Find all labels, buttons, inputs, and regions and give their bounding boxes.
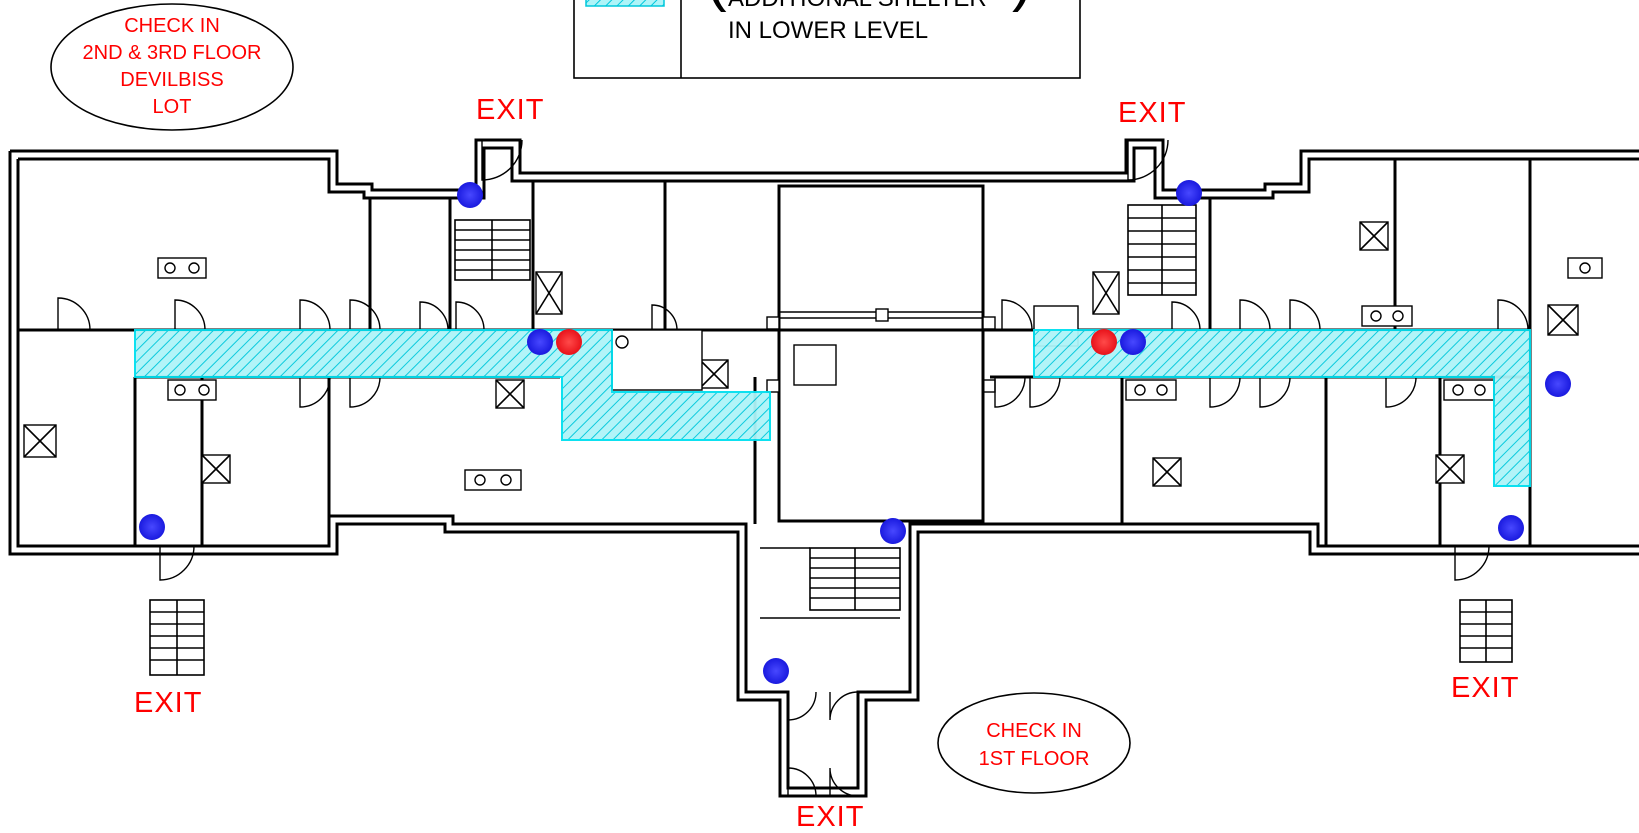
legend-shelter-swatch bbox=[585, 0, 665, 7]
checkin-upper-line-4: LOT bbox=[153, 96, 192, 118]
marker-red bbox=[1091, 329, 1117, 355]
exit-label-north-east: EXIT bbox=[1118, 97, 1186, 129]
legend-line-1: ADDITIONAL SHELTER bbox=[728, 0, 987, 12]
exit-label-south-center: EXIT bbox=[796, 801, 864, 833]
shelter-area-west bbox=[134, 329, 771, 441]
stairs bbox=[149, 204, 1513, 676]
building-walls bbox=[8, 138, 1639, 798]
checkin-upper-line-1: CHECK IN bbox=[124, 15, 220, 37]
marker-blue bbox=[763, 658, 789, 684]
legend-paren-right: ) bbox=[1012, 0, 1033, 13]
marker-blue bbox=[1498, 515, 1524, 541]
markers bbox=[139, 180, 1571, 684]
marker-blue bbox=[139, 514, 165, 540]
checkin-first-line-1: CHECK IN bbox=[986, 720, 1082, 742]
marker-blue bbox=[527, 329, 553, 355]
checkin-first-floor: CHECK IN 1ST FLOOR bbox=[937, 692, 1131, 794]
exit-label-south-east: EXIT bbox=[1451, 672, 1519, 704]
checkin-upper-line-3: DEVILBISS bbox=[120, 69, 223, 91]
marker-blue bbox=[1120, 329, 1146, 355]
marker-blue bbox=[880, 518, 906, 544]
checkin-first-line-2: 1ST FLOOR bbox=[979, 748, 1090, 770]
legend-paren-left: ( bbox=[706, 0, 727, 13]
legend-line-2: IN LOWER LEVEL bbox=[728, 17, 928, 44]
exit-label-south-west: EXIT bbox=[134, 687, 202, 719]
doors bbox=[57, 139, 1529, 797]
marker-blue bbox=[457, 182, 483, 208]
exit-label-north-west: EXIT bbox=[476, 94, 544, 126]
shelter-areas bbox=[134, 329, 1531, 487]
legend: ( ) ADDITIONAL SHELTER IN LOWER LEVEL bbox=[573, 0, 1081, 79]
marker-blue bbox=[1545, 371, 1571, 397]
checkin-upper-floors: CHECK IN 2ND & 3RD FLOOR DEVILBISS LOT bbox=[50, 3, 294, 131]
checkin-upper-line-2: 2ND & 3RD FLOOR bbox=[83, 42, 262, 64]
marker-red bbox=[556, 329, 582, 355]
shelter-area-east bbox=[1033, 329, 1531, 487]
marker-blue bbox=[1176, 180, 1202, 206]
